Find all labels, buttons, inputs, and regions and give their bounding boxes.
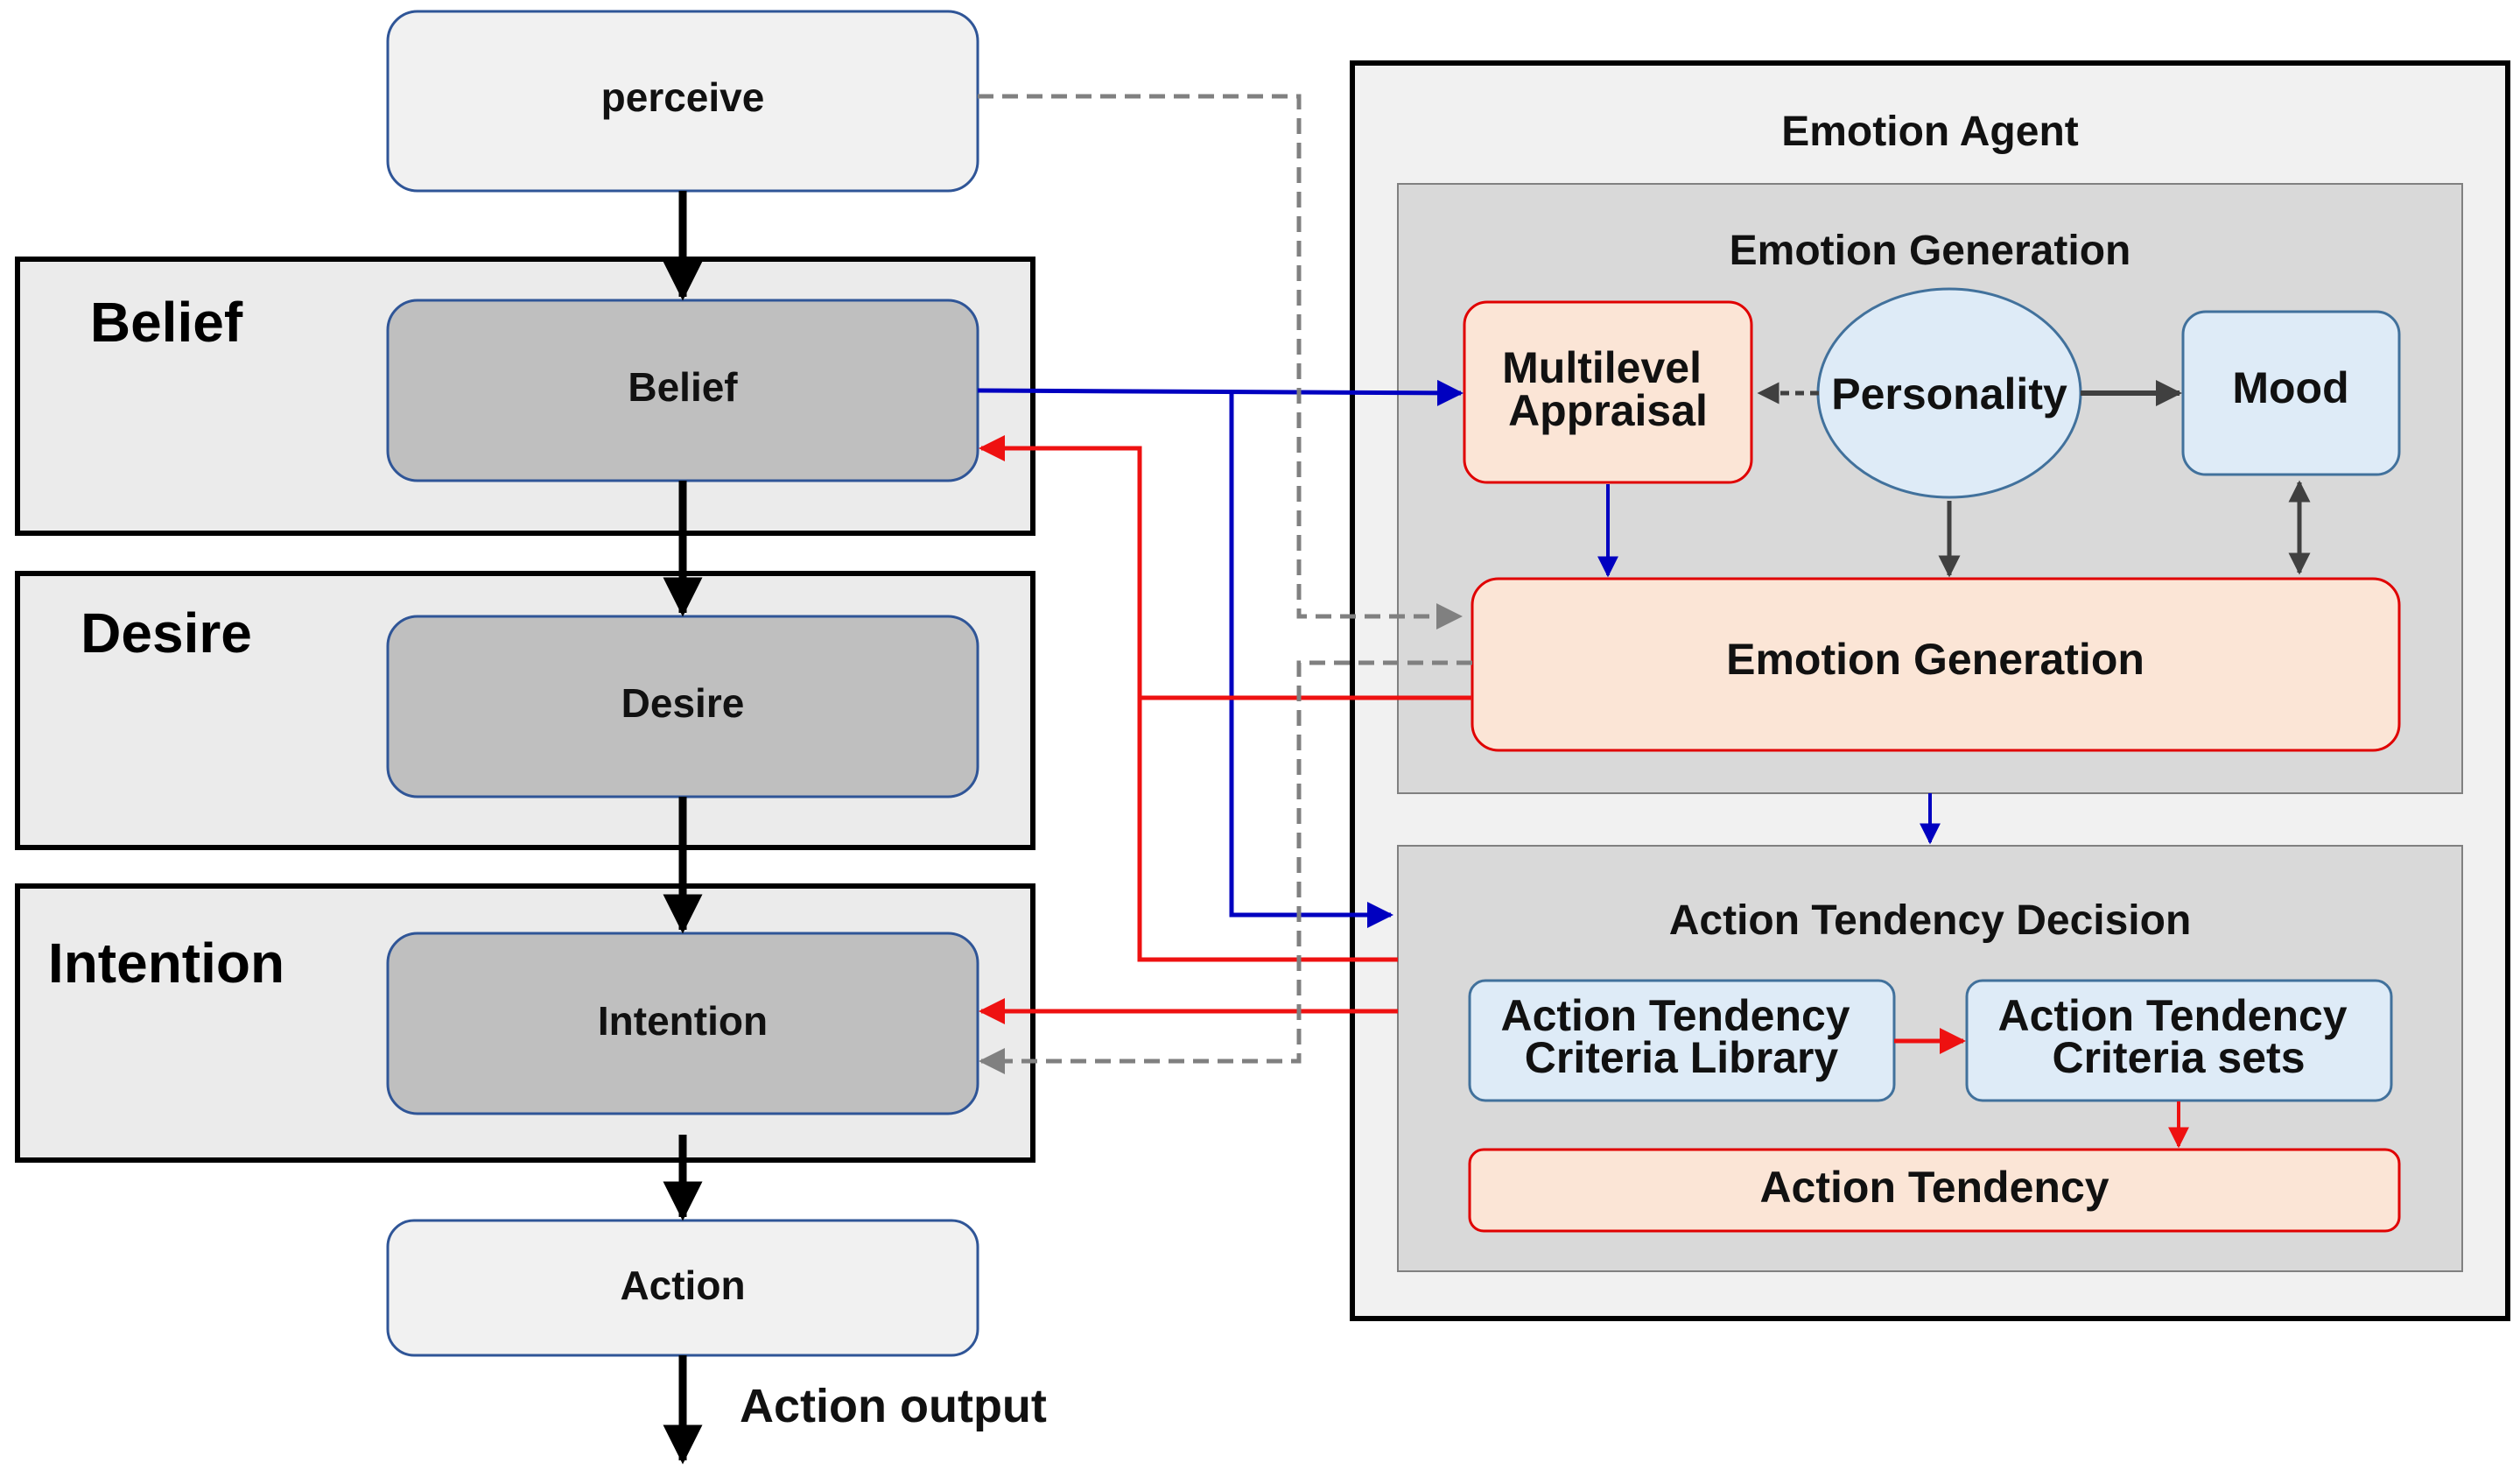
personality-label: Personality xyxy=(1831,369,2067,418)
action-tendency-label: Action Tendency xyxy=(1759,1163,2109,1212)
criteria-sets-line-1: Action Tendency xyxy=(1997,991,2347,1040)
intention-node-label: Intention xyxy=(598,998,768,1044)
arrow-belief-to-appraisal xyxy=(977,379,1464,406)
mood-label: Mood xyxy=(2232,363,2348,412)
arrow-emotion-generation-to-intention xyxy=(979,660,1472,1074)
criteria-library-line-2: Criteria Library xyxy=(1525,1033,1839,1082)
desire-node-label: Desire xyxy=(621,680,745,726)
multilevel-appraisal-line-2: Appraisal xyxy=(1508,386,1708,435)
action-node-label: Action xyxy=(620,1263,745,1308)
criteria-sets-label: Action Tendency Criteria sets xyxy=(1997,991,2359,1082)
criteria-sets-node xyxy=(1965,979,2393,1102)
intention-section-title: Intention xyxy=(48,932,284,995)
action-tendency-node xyxy=(1468,1148,2401,1233)
arrow-emotion-generation-to-belief xyxy=(979,435,1472,700)
action-tendency-panel-title: Action Tendency Decision xyxy=(1669,897,2192,944)
belief-node-label: Belief xyxy=(628,364,738,410)
action-output-label: Action output xyxy=(740,1380,1047,1432)
arrow-belief-to-action-tendency-panel xyxy=(1229,391,1393,928)
arrow-action-panel-to-belief-path xyxy=(1137,698,1398,962)
arrow-perceive-to-emotion-generation xyxy=(978,94,1463,629)
perceive-label: perceive xyxy=(601,74,765,120)
criteria-sets-line-2: Criteria sets xyxy=(2052,1033,2305,1082)
desire-section-title: Desire xyxy=(81,601,252,665)
emotion-agent-title: Emotion Agent xyxy=(1781,109,2079,155)
multilevel-appraisal-label: Multilevel Appraisal xyxy=(1502,343,1714,435)
emotion-generation-panel-title: Emotion Generation xyxy=(1730,228,2131,274)
mood-node xyxy=(2181,310,2401,476)
criteria-library-label: Action Tendency Criteria Library xyxy=(1500,991,1862,1082)
multilevel-appraisal-line-1: Multilevel xyxy=(1502,343,1702,392)
multilevel-appraisal-node xyxy=(1463,300,1753,484)
belief-section-title: Belief xyxy=(90,291,243,354)
criteria-library-line-1: Action Tendency xyxy=(1500,991,1850,1040)
emotion-generation-label: Emotion Generation xyxy=(1726,635,2144,684)
